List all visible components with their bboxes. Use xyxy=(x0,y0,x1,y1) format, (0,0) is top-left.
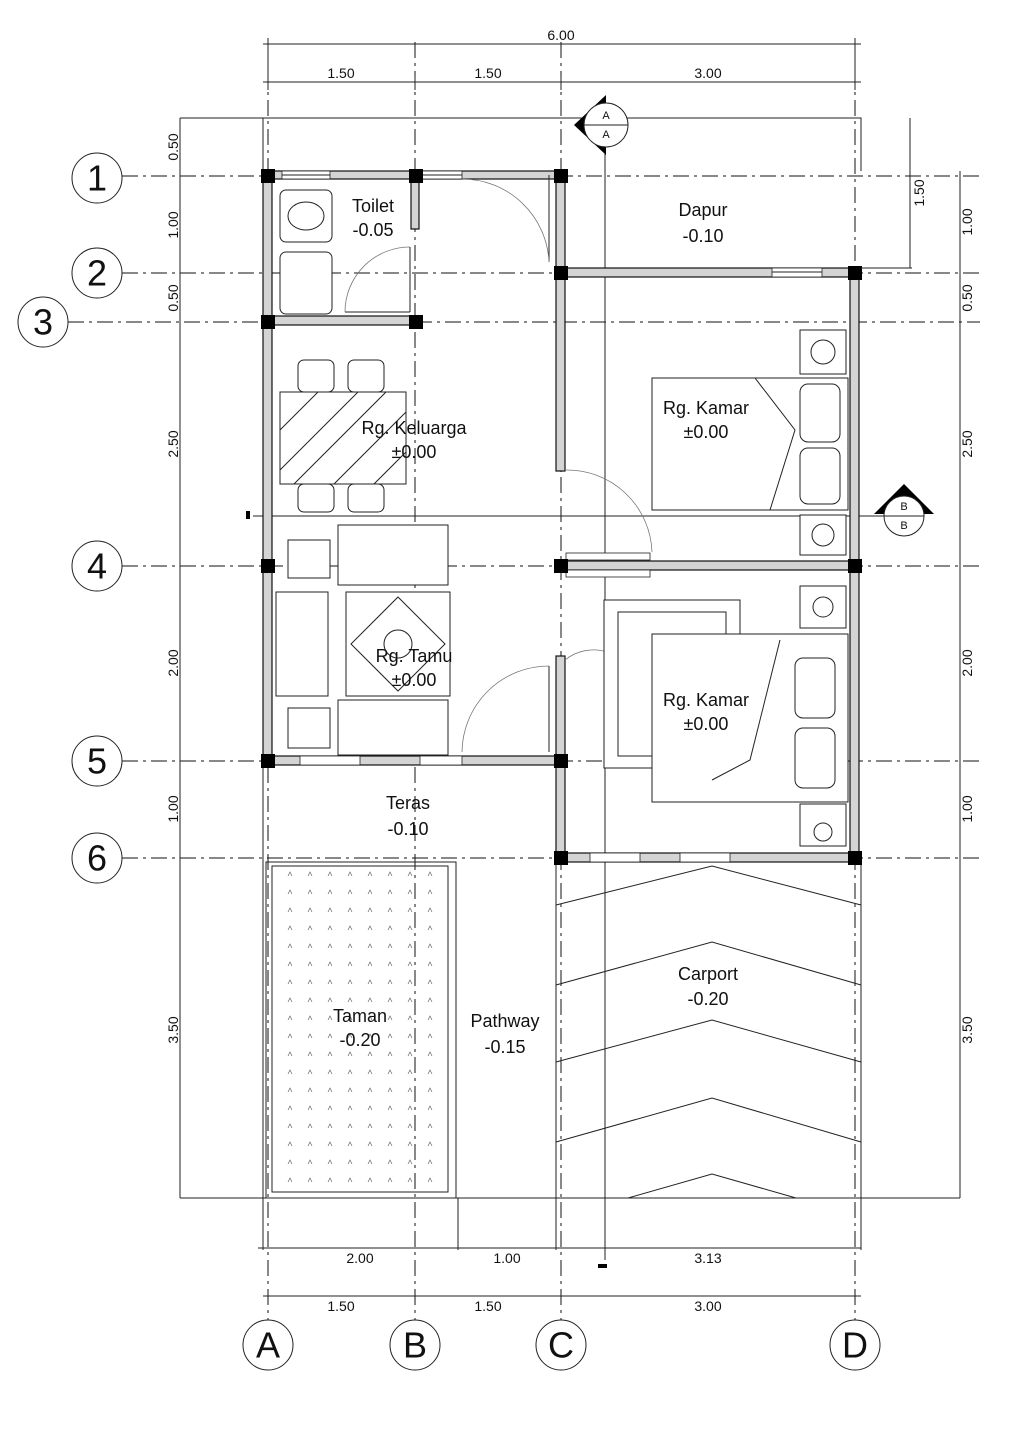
room-level-kamar1: ±0.00 xyxy=(684,422,729,442)
dimension-lines-top: 6.00 1.50 1.50 3.00 xyxy=(263,27,861,90)
dim-bottom-segment: 1.50 xyxy=(327,1298,354,1314)
grid-row-label: 4 xyxy=(87,546,107,587)
section-a-bottom: A xyxy=(602,129,610,141)
dim-left-segment: 3.50 xyxy=(165,1016,181,1043)
grid-column-markers: A B C D xyxy=(242,1319,881,1371)
room-name-kamar1: Rg. Kamar xyxy=(663,398,749,418)
room-level-taman: -0.20 xyxy=(339,1030,380,1050)
section-b-top: B xyxy=(900,501,907,513)
room-name-keluarga: Rg. Keluarga xyxy=(361,418,467,438)
section-marker-b: B B xyxy=(874,484,934,537)
grid-row-label: 3 xyxy=(33,302,53,343)
room-level-toilet: -0.05 xyxy=(352,220,393,240)
garden-area xyxy=(265,861,457,1199)
bed-icon xyxy=(651,329,849,556)
room-name-tamu: Rg. Tamu xyxy=(376,646,453,666)
grid-row-label: 6 xyxy=(87,838,107,879)
room-labels: Toilet -0.05 Dapur -0.10 Rg. Keluarga ±0… xyxy=(333,196,749,1057)
grid-row-label: 2 xyxy=(87,253,107,294)
room-level-pathway: -0.15 xyxy=(484,1037,525,1057)
furniture xyxy=(275,189,849,847)
dim-left-segment: 0.50 xyxy=(165,133,181,160)
dim-right-segment: 3.50 xyxy=(959,1016,975,1043)
dim-top-segment: 1.50 xyxy=(327,65,354,81)
dim-right-segment: 0.50 xyxy=(959,284,975,311)
wall-c-mid xyxy=(555,270,566,472)
dim-right-segment: 1.00 xyxy=(959,208,975,235)
dim-bottom-segment: 3.00 xyxy=(694,1298,721,1314)
grid-col-label: B xyxy=(403,1325,427,1366)
dim-bottom-segment: 2.00 xyxy=(346,1250,373,1266)
dim-right-segment: 1.00 xyxy=(959,795,975,822)
room-level-dapur: -0.10 xyxy=(682,226,723,246)
section-b-bottom: B xyxy=(900,520,907,532)
openings xyxy=(281,170,823,863)
room-name-taman: Taman xyxy=(333,1006,387,1026)
dim-right-segment: 2.50 xyxy=(959,430,975,457)
dim-left-segment: 1.00 xyxy=(165,211,181,238)
dim-top-total: 6.00 xyxy=(547,27,574,43)
room-level-teras: -0.10 xyxy=(387,819,428,839)
grid-row-label: 1 xyxy=(87,158,107,199)
grid-row-markers: 1 2 3 4 5 6 xyxy=(17,152,123,884)
wall-toilet-south xyxy=(262,315,416,326)
dimension-lines-right: 1.50 1.00 0.50 2.50 2.00 1.00 3.50 xyxy=(861,118,975,1198)
room-name-kamar2: Rg. Kamar xyxy=(663,690,749,710)
dimension-lines-bottom: 2.00 1.00 3.13 1.50 1.50 3.00 xyxy=(258,1247,861,1314)
dimension-lines-left: 0.50 1.00 0.50 2.50 2.00 1.00 3.50 xyxy=(165,118,181,1198)
room-name-toilet: Toilet xyxy=(352,196,394,216)
grid-col-label: A xyxy=(256,1325,280,1366)
dining-table-icon xyxy=(279,359,407,513)
room-name-dapur: Dapur xyxy=(678,200,727,220)
dim-top-segment: 1.50 xyxy=(474,65,501,81)
sofa-set-icon xyxy=(275,524,451,756)
dim-left-segment: 2.00 xyxy=(165,649,181,676)
room-name-pathway: Pathway xyxy=(470,1011,539,1031)
grid-row-label: 5 xyxy=(87,741,107,782)
section-a-top: A xyxy=(602,110,610,122)
dim-left-segment: 1.00 xyxy=(165,795,181,822)
dim-bottom-segment: 1.00 xyxy=(493,1250,520,1266)
wall-a xyxy=(262,170,273,767)
room-level-keluarga: ±0.00 xyxy=(392,442,437,462)
wall-c-top xyxy=(555,170,566,272)
dim-left-segment: 2.50 xyxy=(165,430,181,457)
dim-right-outer: 1.50 xyxy=(911,179,927,206)
carport-chevrons xyxy=(555,865,862,1199)
section-marker-a: A A xyxy=(574,95,629,155)
room-level-carport: -0.20 xyxy=(687,989,728,1009)
room-name-teras: Teras xyxy=(386,793,430,813)
dim-bottom-segment: 3.13 xyxy=(694,1250,721,1266)
grid-col-label: D xyxy=(842,1325,868,1366)
dim-right-segment: 2.00 xyxy=(959,649,975,676)
room-level-kamar2: ±0.00 xyxy=(684,714,729,734)
structural-columns xyxy=(261,169,862,865)
toilet-bowl-icon xyxy=(279,189,333,315)
bed-icon xyxy=(603,585,849,847)
dim-top-segment: 3.00 xyxy=(694,65,721,81)
wall-bedrooms-divider xyxy=(555,560,856,571)
grid-col-label: C xyxy=(548,1325,574,1366)
room-level-tamu: ±0.00 xyxy=(392,670,437,690)
room-name-carport: Carport xyxy=(678,964,738,984)
dim-left-segment: 0.50 xyxy=(165,284,181,311)
dim-bottom-segment: 1.50 xyxy=(474,1298,501,1314)
